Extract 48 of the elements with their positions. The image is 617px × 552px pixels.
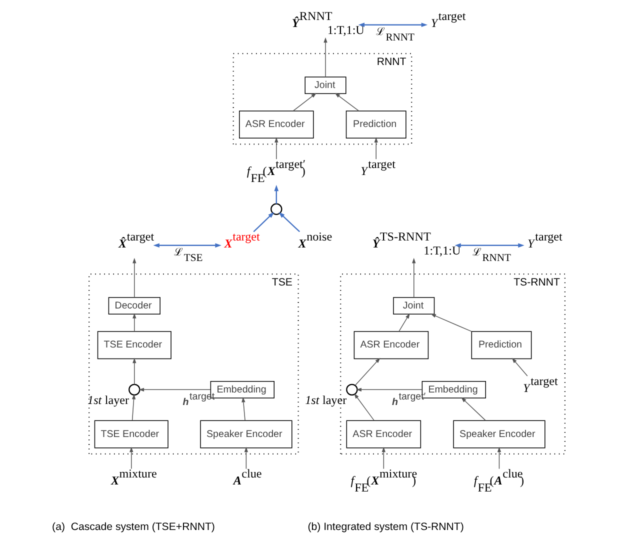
arrow bbox=[153, 243, 222, 248]
arrow bbox=[374, 137, 378, 160]
arrow bbox=[497, 446, 502, 470]
arrow bbox=[244, 446, 248, 470]
arrow bbox=[292, 92, 316, 112]
arrow bbox=[132, 358, 136, 385]
arrow bbox=[430, 314, 472, 332]
arrow bbox=[354, 393, 375, 421]
arrow bbox=[358, 22, 428, 28]
arrow bbox=[334, 92, 360, 112]
arrow bbox=[278, 212, 300, 232]
arrow bbox=[398, 313, 410, 332]
node-box: Speaker Encoder bbox=[200, 420, 292, 448]
node-label: 1st layer bbox=[305, 392, 347, 407]
node-box: ASR Encoder bbox=[239, 110, 314, 139]
node-circle bbox=[346, 384, 358, 396]
node-box: Joint bbox=[393, 297, 435, 315]
arrow bbox=[132, 313, 136, 332]
arrow bbox=[130, 446, 134, 470]
arrow bbox=[242, 396, 246, 421]
node-box: Decoder bbox=[108, 297, 160, 315]
node-box: Speaker Encoder bbox=[453, 420, 546, 448]
arrow bbox=[253, 212, 274, 232]
arrow bbox=[512, 358, 528, 376]
arrow bbox=[354, 358, 380, 386]
arrow bbox=[324, 37, 328, 78]
arrow bbox=[382, 446, 386, 470]
arrow bbox=[274, 184, 279, 204]
arrow bbox=[454, 243, 524, 248]
arrow bbox=[461, 397, 486, 421]
label: (b) Integrated system (TS-RNNT) bbox=[308, 520, 464, 533]
arrow bbox=[412, 258, 416, 298]
node-label: 1st layer bbox=[88, 392, 130, 407]
arrow bbox=[132, 394, 136, 421]
node-circle bbox=[270, 203, 282, 215]
node-box: Prediction bbox=[346, 110, 406, 139]
node-box: ASR Encoder bbox=[346, 420, 422, 448]
arrow bbox=[356, 388, 422, 392]
node-circle bbox=[128, 384, 140, 396]
node-box: Prediction bbox=[471, 331, 532, 360]
arrow bbox=[132, 258, 136, 298]
arrow bbox=[138, 388, 211, 392]
node-box: TSE Encoder bbox=[97, 331, 172, 360]
label: (a) Cascade system (TSE+RNNT) bbox=[52, 520, 215, 533]
node-box: Joint bbox=[304, 76, 346, 94]
node-box: TSE Encoder bbox=[94, 420, 168, 448]
arrow bbox=[274, 137, 278, 160]
node-box: ASR Encoder bbox=[354, 331, 429, 360]
